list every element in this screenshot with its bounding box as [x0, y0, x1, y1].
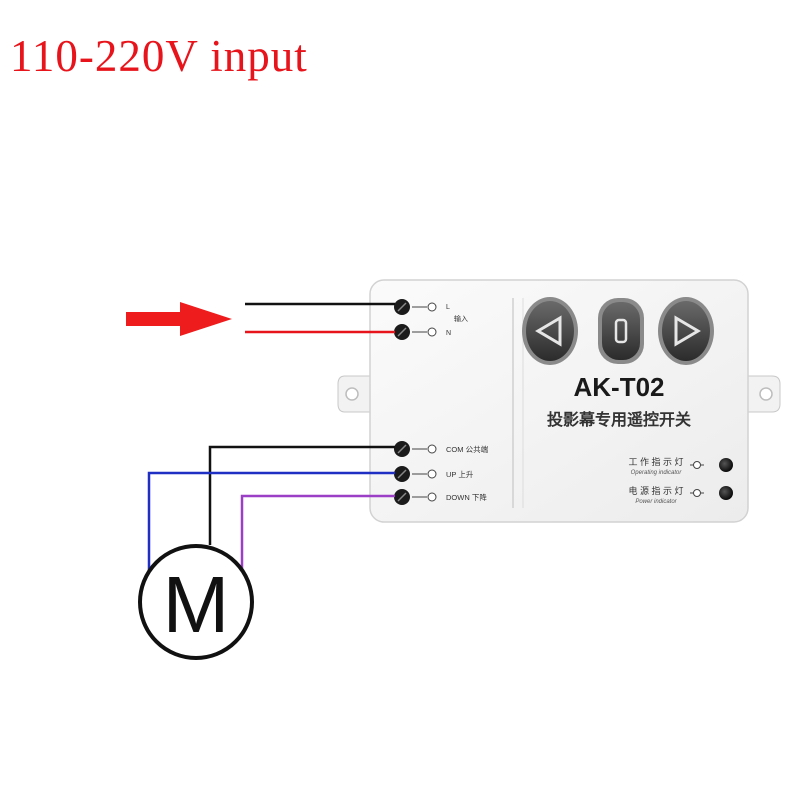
stop-icon — [614, 318, 628, 344]
power-indicator-sublabel: Power indicator — [635, 499, 677, 505]
terminal-l: L 输入 — [394, 299, 468, 323]
terminal-down: DOWN 下降 — [394, 489, 487, 505]
motor-circle-icon — [138, 544, 254, 660]
motor: M — [138, 544, 254, 660]
terminal-n-label: N — [446, 330, 451, 337]
model-subtitle: 投影幕专用遥控开关 — [547, 410, 691, 429]
operating-indicator-sublabel: Operating indicator — [631, 470, 683, 476]
power-indicator-label: 电 源 指 示 灯 — [628, 485, 683, 496]
terminal-l-sublabel: 输入 — [454, 314, 468, 323]
mounting-tab-left — [337, 375, 373, 413]
operating-led-icon — [719, 458, 733, 472]
left-arrow-icon — [535, 315, 562, 347]
right-arrow-icon — [674, 315, 701, 347]
terminal-com-label: COM 公共端 — [446, 444, 489, 454]
power-led-icon — [719, 486, 733, 500]
right-arrow-button[interactable] — [658, 297, 714, 365]
terminal-up: UP 上升 — [394, 466, 474, 482]
terminal-n: N — [394, 324, 451, 340]
left-arrow-button[interactable] — [522, 297, 578, 365]
operating-indicator-label: 工 作 指 示 灯 — [628, 456, 683, 467]
power-indicator: 电 源 指 示 灯 Power indicator — [628, 485, 733, 505]
wire-up — [147, 471, 395, 578]
terminal-com: COM 公共端 — [394, 441, 489, 457]
mounting-tab-right — [744, 375, 781, 413]
motor-label: M — [163, 560, 230, 649]
input-voltage-heading: 110-220V input — [10, 31, 308, 81]
terminal-down-label: DOWN 下降 — [446, 492, 487, 502]
wire-down — [240, 494, 395, 578]
terminal-l-label: L — [446, 304, 450, 311]
operating-indicator: 工 作 指 示 灯 Operating indicator — [628, 456, 733, 476]
wire-com — [208, 445, 395, 545]
input-arrow-icon — [126, 302, 232, 336]
terminal-up-label: UP 上升 — [446, 470, 474, 479]
controller-body — [369, 279, 749, 523]
stop-button[interactable] — [598, 298, 644, 364]
model-label: AK-T02 — [573, 372, 664, 402]
